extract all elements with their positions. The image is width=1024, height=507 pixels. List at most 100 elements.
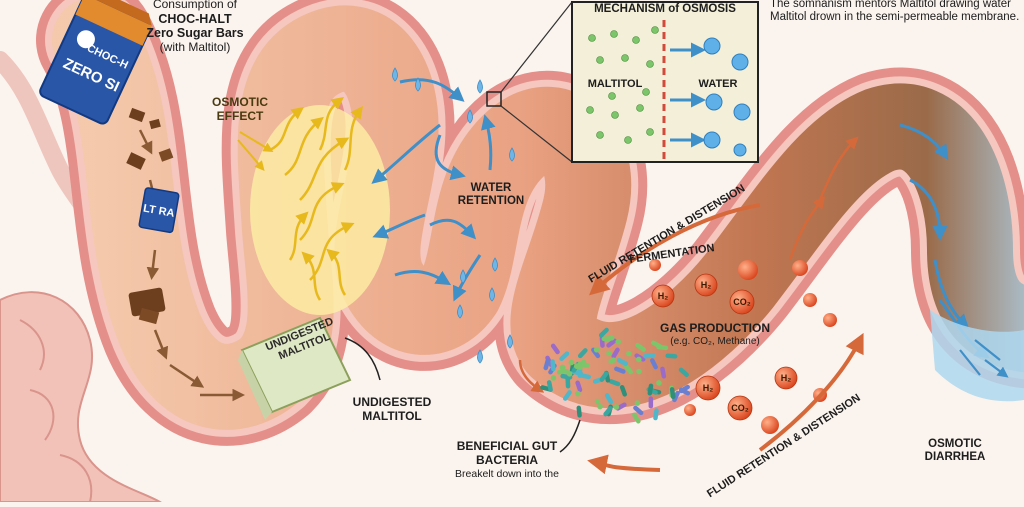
bacterium [550,343,560,355]
bacterium-coccus [573,363,580,370]
bacterium-coccus [656,380,662,386]
bacteria-title: BENEFICIAL GUT BACTERIA [456,439,558,467]
candy-wrapper: CHOC-H ZERO SI [39,0,152,125]
bacterium-coccus [580,359,587,366]
bacterium [550,359,556,372]
gas-bubble-label: H₂ [703,383,714,393]
gas-sub: (e.g. CO₂, Methane) [670,335,760,347]
intro-line-4: (with Maltitol) [159,39,231,54]
gas-bubble-label: H₂ [701,280,712,290]
bacteria-sub: Breakelt down into the [455,467,559,480]
bacterium-coccus [597,403,603,410]
bacterium [619,385,628,397]
osmotic-arrows [269,96,363,301]
bacterium-coccus [626,350,632,357]
gas-production-label: GAS PRODUCTION (e.g. CO₂, Methane) [650,321,780,347]
bacterium [623,363,633,375]
intro-line-2: CHOC-HALT [158,11,232,26]
bacterium [606,338,617,348]
bacterium [678,387,691,396]
gas-bubble [684,404,696,416]
bacterium [653,408,659,421]
bacterium-coccus [593,346,600,353]
intro-label: Consumption of CHOC-HALT Zero Sugar Bars… [120,0,270,54]
bacterium [591,347,601,359]
gas-bubble-label: H₂ [658,291,669,301]
bacterium-coccus [594,398,601,405]
mechanism-left-label: MALTITOL [587,78,643,90]
bacteria-label: BENEFICIAL GUT BACTERIA Breakelt down in… [442,439,572,480]
bacterium [559,351,570,361]
bacterium [577,348,588,359]
bacterium-coccus [636,368,642,375]
wrapper-piece-text: LT RA [142,203,175,220]
bacteria-cluster [540,327,691,424]
gas-bubble [792,260,808,276]
intestine [36,0,1024,446]
bacterium-coccus [608,358,614,365]
chocolate-pieces [126,107,174,325]
gas-bubble [823,313,837,327]
intro-line-1: Consumption of [152,0,238,11]
bacterium-coccus [559,364,566,371]
gas-bubble [738,260,758,280]
osmotic-glow [250,105,390,315]
diarrhea-splash [930,310,1024,402]
gas-bubble-label: H₂ [781,373,792,383]
water-droplets [392,67,515,364]
gas-bubble [649,259,661,271]
bacterium [650,358,658,370]
intro-line-3: Zero Sugar Bars [146,26,244,41]
bacterium [562,390,572,401]
bacterium [543,358,550,371]
bacterium [611,347,620,359]
gas-bubbles: H₂ H₂ CO₂ H₂ CO₂ H₂ [649,259,837,434]
osmotic-effect-pointer [237,131,274,172]
bacterium [608,379,621,387]
bacterium [603,406,613,417]
bacterium [669,387,676,400]
gas-bubble [727,395,753,421]
gas-bubble-label: CO₂ [731,403,749,413]
gas-bubble [803,293,817,307]
bacterium-coccus [635,356,642,363]
bacterium-coccus [575,390,581,397]
bacterium [648,396,654,409]
maltitol-block [238,316,352,420]
bacterium [579,373,592,380]
bacterium [643,352,656,359]
gas-bubble [774,366,798,390]
bacterium [598,327,609,338]
bacterium [633,405,644,416]
bacterium-coccus [615,339,622,345]
bacterium-coccus [550,375,557,381]
mechanism-note: The somnanism mentors Maltitol drawing w… [770,0,1020,24]
bacterium [665,353,678,359]
bacterium [647,383,654,396]
bacterium [599,371,609,382]
undigested-maltitol-label: UNDIGESTED MALTITOL [352,395,432,423]
bacterium-coccus [606,350,612,357]
bacterium [576,405,582,418]
bacterium-coccus [608,335,615,341]
bacterium [616,357,629,366]
gas-bubble [761,416,779,434]
bacterium-coccus [566,370,573,377]
water-retention-label: WATER RETENTION [457,182,525,208]
gas-title: GAS PRODUCTION [659,321,770,335]
bacterium [651,340,663,349]
bacterium [678,367,689,378]
bacterium [604,393,614,405]
bacterium [660,366,667,379]
stool-flow-arrows [518,136,859,393]
bacterium-coccus [568,359,575,366]
osmotic-effect-label: OSMOTIC EFFECT [212,95,268,123]
gas-bubble-label: CO₂ [733,297,751,307]
wrapper-piece: LT RA [138,187,180,234]
osmosis-inset [486,1,759,163]
bacterium [635,342,646,352]
bacterium [565,376,571,389]
osmotic-diarrhea-label: OSMOTIC DIARRHEA [924,438,986,464]
